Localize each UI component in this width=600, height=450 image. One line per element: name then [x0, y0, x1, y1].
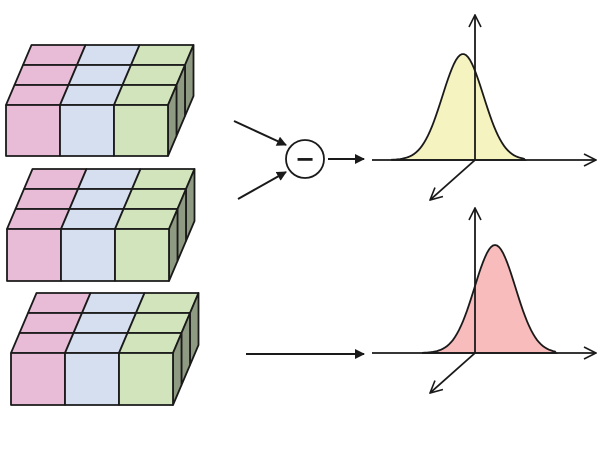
- top-block-top-cell: [76, 44, 141, 66]
- yellow-distribution-z-axis: [430, 159, 476, 200]
- middle-block-top-cell: [77, 168, 142, 190]
- middle-block-front-cell: [60, 228, 116, 282]
- bottom-block-top-cell: [72, 312, 137, 334]
- middle-block-top-cell: [114, 208, 179, 230]
- bottom-block-front-cell: [64, 352, 120, 406]
- top-block-top-cell: [5, 84, 70, 106]
- bottom-block-front-cell: [118, 352, 174, 406]
- middle-block-front-cell: [114, 228, 170, 282]
- bottom-block-top-cell: [81, 292, 146, 314]
- middle-block-top-cell: [23, 168, 88, 190]
- top-block-top-cell: [67, 64, 132, 86]
- middle-block: [6, 168, 196, 282]
- middle-block-top-cell: [68, 188, 133, 210]
- top-block-front-cell: [59, 104, 115, 157]
- top-block-front-cell: [5, 104, 61, 157]
- top-block-front-cell: [113, 104, 169, 157]
- top-block-top-cell: [130, 44, 195, 66]
- arrow-middle-block-to-operator: [237, 171, 287, 200]
- middle-block-top-cell: [6, 208, 71, 230]
- bottom-block-top-cell: [64, 332, 129, 354]
- top-block-top-cell: [59, 84, 124, 106]
- arrow-top-block-to-operator: [233, 120, 287, 146]
- bottom-block-top-cell: [27, 292, 92, 314]
- middle-block-top-cell: [122, 188, 187, 210]
- bottom-block-front-cell: [10, 352, 66, 406]
- bottom-block-top-cell: [126, 312, 191, 334]
- bottom-block-top-cell: [10, 332, 75, 354]
- subtract-circle-icon: −: [285, 139, 325, 179]
- red-distribution-z-axis: [430, 352, 476, 393]
- operator-symbol: −: [295, 145, 315, 173]
- top-block: [5, 44, 195, 157]
- bottom-block: [10, 292, 200, 406]
- top-block-top-cell: [13, 64, 78, 86]
- yellow-distribution-curve: [391, 53, 527, 161]
- middle-block-top-cell: [131, 168, 196, 190]
- red-distribution-curve: [422, 244, 558, 354]
- middle-block-top-cell: [14, 188, 79, 210]
- bottom-block-top-cell: [18, 312, 83, 334]
- top-block-top-cell: [121, 64, 186, 86]
- bottom-block-top-cell: [118, 332, 183, 354]
- red-distribution: [372, 208, 596, 393]
- middle-block-top-cell: [60, 208, 125, 230]
- top-block-top-cell: [22, 44, 87, 66]
- bottom-block-top-cell: [135, 292, 200, 314]
- middle-block-front-cell: [6, 228, 62, 282]
- top-block-top-cell: [113, 84, 178, 106]
- yellow-distribution: [372, 15, 596, 200]
